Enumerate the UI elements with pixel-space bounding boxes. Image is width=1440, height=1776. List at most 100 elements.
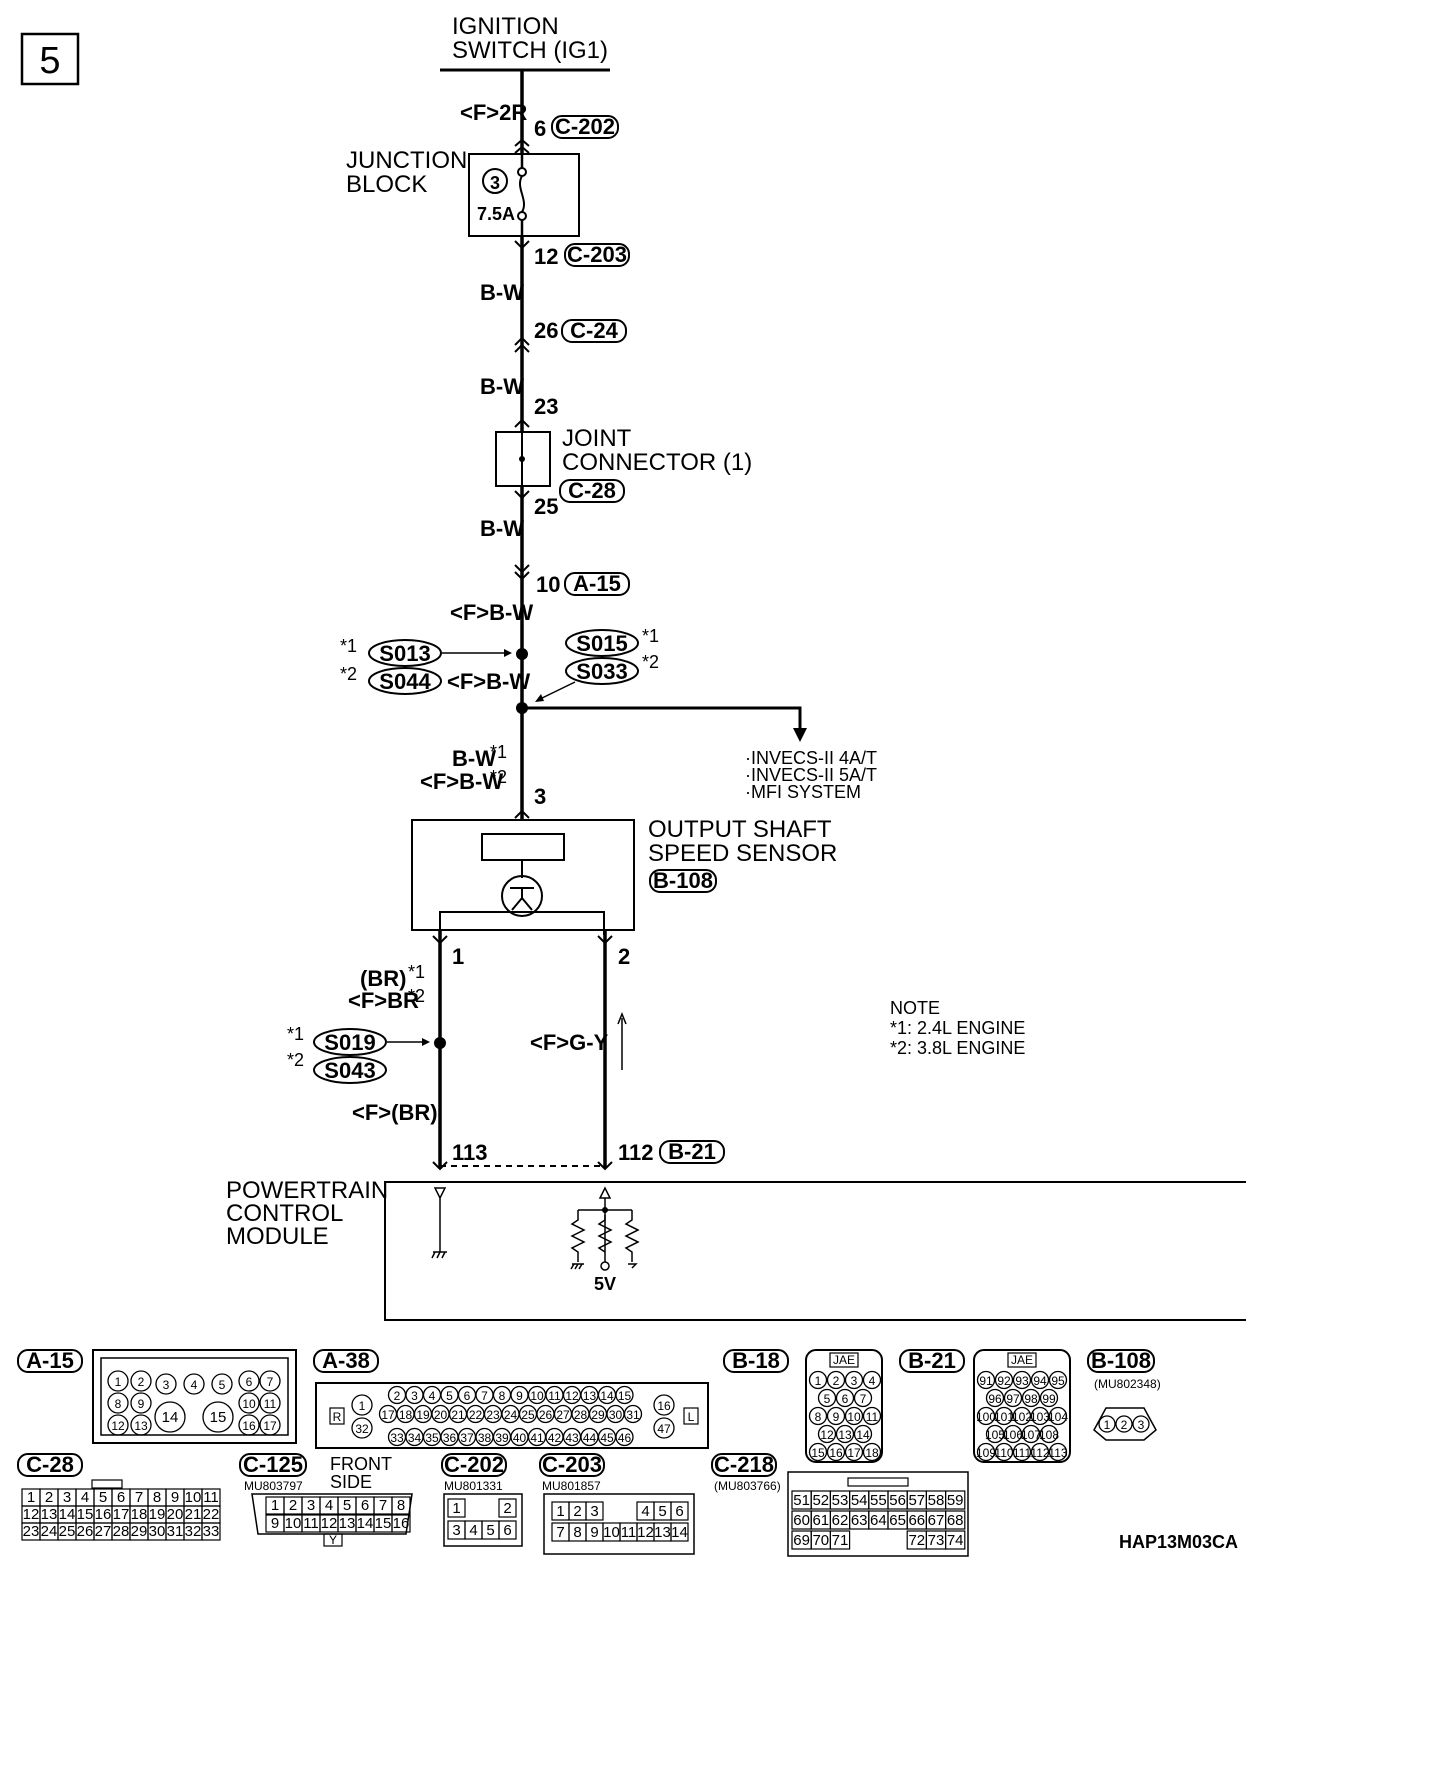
connector-pin — [976, 1406, 996, 1426]
pin-12: 12 — [534, 244, 558, 269]
connector-pin-number: 6 — [675, 1503, 683, 1520]
connector-pin — [259, 1414, 281, 1436]
connector-c24-label: C-24 — [570, 318, 618, 343]
splice-tag-s013 — [368, 639, 442, 667]
connector-pin-number: 1 — [815, 1374, 822, 1388]
connector-pin-number: 107 — [1021, 1428, 1041, 1442]
a38-right-key: L — [688, 1410, 695, 1424]
connector-pin — [351, 1417, 373, 1439]
connector-pin-number: 37 — [460, 1431, 474, 1445]
wire-label-br-star: (BR) — [360, 966, 406, 991]
connector-pin-number: 96 — [988, 1392, 1002, 1406]
connector-pin — [808, 1370, 828, 1390]
connector-pin-number: 5 — [219, 1378, 226, 1392]
connector-pin — [585, 1501, 604, 1521]
connector-pin — [976, 1442, 996, 1462]
ground-icon — [431, 1251, 447, 1259]
connector-pin — [107, 1392, 129, 1414]
connector-pin-number: 54 — [851, 1492, 868, 1509]
connector-pin-number: 29 — [131, 1523, 148, 1540]
connector-pin — [944, 1490, 966, 1510]
connector-pin-number: 14 — [357, 1515, 374, 1532]
resistor-icon — [570, 1210, 586, 1262]
connector-pin-number: 1 — [359, 1399, 366, 1413]
connector-tag-c28 — [559, 479, 625, 503]
star1-bw: *1 — [490, 742, 507, 762]
connector-pin-number: 9 — [516, 1389, 523, 1403]
connector-pin — [985, 1388, 1005, 1408]
connector-pin — [1132, 1415, 1150, 1433]
connector-pin — [130, 1370, 152, 1392]
splice-node-3 — [434, 1037, 446, 1049]
connector-pin-number: 31 — [626, 1408, 640, 1422]
connector-pin — [107, 1414, 129, 1436]
c218-part: (MU803766) — [714, 1479, 781, 1493]
connector-pin-number: 12 — [23, 1506, 40, 1523]
connector-pin-number: 10 — [185, 1489, 202, 1506]
pin-113: 113 — [452, 1140, 488, 1165]
connector-pin-number: 17 — [847, 1446, 861, 1460]
connector-tag-c203 — [564, 243, 630, 267]
connector-pin-number: 2 — [1121, 1418, 1128, 1432]
connector-pin-number: 18 — [399, 1408, 413, 1422]
branch-item-1: ·INVECS-II 4A/T — [745, 748, 877, 768]
connector-pin-number: 5 — [343, 1497, 351, 1514]
connector-pin-number: 13 — [41, 1506, 58, 1523]
connector-pin — [853, 1388, 873, 1408]
connector-pin — [391, 1496, 411, 1515]
connector-pin-number: 51 — [793, 1492, 810, 1509]
connector-pin — [826, 1442, 846, 1462]
c203-label: C-203 — [542, 1452, 602, 1477]
connector-c28-label: C-28 — [568, 478, 616, 503]
page-number-box — [20, 32, 80, 86]
connector-arrows — [432, 935, 613, 945]
connector-pin-number: 4 — [469, 1522, 477, 1539]
connector-pin-number: 22 — [469, 1408, 483, 1422]
connector-pin — [653, 1417, 675, 1439]
connector-pin — [853, 1424, 873, 1444]
connector-pin — [1030, 1442, 1050, 1462]
splice-s044: S044 — [379, 669, 431, 694]
connector-pin-number: 11 — [866, 1410, 879, 1424]
connector-pin-number: 10 — [242, 1397, 256, 1411]
c125-key: Y — [329, 1533, 337, 1547]
b18-label: B-18 — [732, 1348, 780, 1373]
connector-pin — [1012, 1406, 1032, 1426]
connector-pin-number: 15 — [618, 1389, 632, 1403]
connector-pin — [835, 1388, 855, 1408]
connector-pin — [653, 1394, 675, 1416]
connector-pin-number: 58 — [928, 1492, 945, 1509]
c125-part: MU803797 — [244, 1479, 303, 1493]
splice-s019: S019 — [324, 1030, 375, 1055]
connector-pin-number: 6 — [117, 1489, 125, 1506]
connector-pin — [183, 1373, 205, 1395]
connector-pin-number: 11 — [264, 1397, 277, 1411]
connector-pin — [1048, 1370, 1068, 1390]
connector-pin — [1003, 1424, 1023, 1444]
fuse-element — [519, 175, 525, 213]
connector-pin-number: 3 — [851, 1374, 858, 1388]
wire-label-bw-star: B-W — [452, 746, 496, 771]
connector-pin-number: 2 — [289, 1497, 297, 1514]
pcm-signal-input — [598, 1186, 612, 1199]
connector-pin — [615, 1427, 634, 1447]
connector-pin — [107, 1370, 129, 1392]
pointer-head — [504, 649, 512, 657]
ground-icon — [570, 1263, 584, 1270]
connector-pin — [1021, 1388, 1041, 1408]
wire-label-bw2: B-W — [480, 374, 524, 399]
connector-pin-number: 16 — [657, 1399, 671, 1413]
connector-pin-number: 14 — [162, 1409, 179, 1426]
star1-s013: *1 — [340, 636, 357, 656]
connector-pin — [447, 1498, 466, 1518]
splice-tag-s033 — [565, 657, 639, 685]
connector-pin — [844, 1442, 864, 1462]
connector-pin-number: 2 — [503, 1500, 511, 1517]
connector-pin-number: 12 — [637, 1524, 654, 1541]
connector-b108-label: B-108 — [653, 868, 713, 893]
connector-pin — [670, 1501, 689, 1521]
